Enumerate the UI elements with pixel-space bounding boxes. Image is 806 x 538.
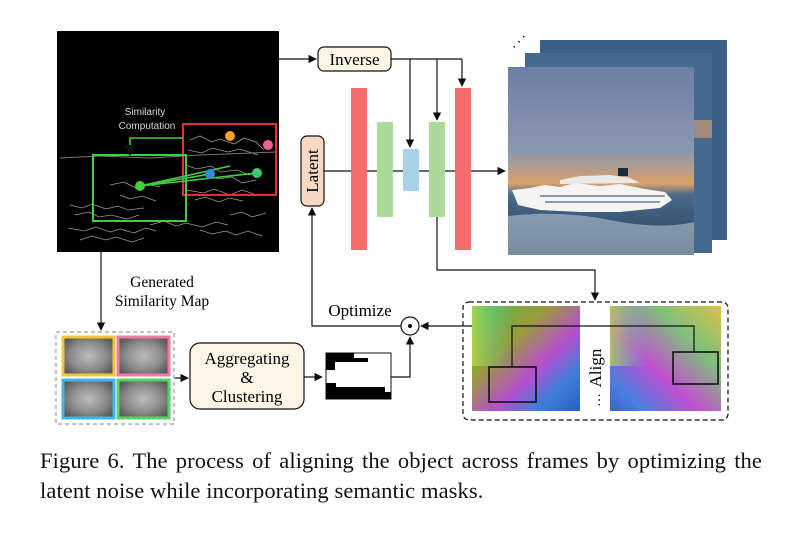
inverse-label: Inverse (329, 50, 379, 69)
green-selection-box (92, 154, 187, 222)
similarity-computation-label-2: Computation (119, 121, 176, 132)
query-point (135, 181, 145, 191)
align-dots: … (589, 393, 604, 407)
ampersand-label: & (240, 368, 253, 387)
binary-mask (325, 352, 392, 400)
aggregating-label: Aggregating (205, 349, 290, 368)
clustering-label: Clustering (212, 387, 283, 406)
map-green (116, 378, 171, 420)
more-frames-dots: ⋰ (512, 35, 526, 50)
similarity-computation-label: Similarity (125, 107, 166, 118)
unet-block-red-right (455, 88, 471, 250)
blue-point (205, 169, 215, 179)
orange-point (225, 131, 235, 141)
generated-label: Generated (130, 274, 194, 291)
edge-image: Similarity Computation (57, 31, 279, 252)
pink-point (263, 140, 273, 150)
align-label: Align (586, 348, 605, 387)
latent-label: Latent (303, 149, 322, 193)
red-selection-box (182, 123, 277, 196)
object-box-right (672, 351, 719, 385)
aggregating-clustering-box (189, 342, 305, 410)
green-point (252, 168, 262, 178)
similarity-map-label: Similarity Map (115, 293, 210, 310)
figure-caption: Figure 6. The process of aligning the ob… (40, 448, 762, 503)
optimize-label: Optimize (328, 301, 391, 320)
map-pink (116, 335, 171, 377)
similarity-maps (55, 331, 175, 425)
output-frames: ⋰ (508, 35, 727, 255)
unet-block-green-right (429, 122, 445, 217)
unet-block-blue-mid (403, 149, 419, 191)
align-panel: Align … (462, 301, 729, 421)
map-blue (61, 378, 116, 420)
unet-block-red-left (351, 88, 367, 250)
unet-block-green-left (377, 122, 393, 217)
map-yellow (61, 335, 116, 377)
